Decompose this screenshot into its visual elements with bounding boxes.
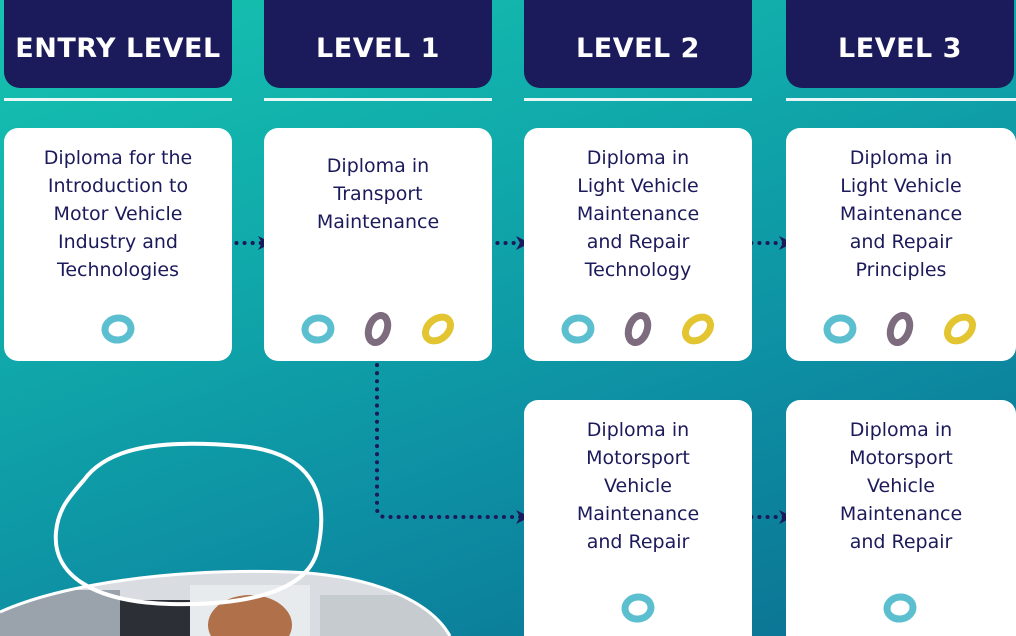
yellow-pebble-icon bbox=[681, 313, 715, 345]
divider bbox=[524, 98, 752, 101]
pathway-marks bbox=[786, 588, 1016, 630]
level-tab-level-2: LEVEL 2 bbox=[524, 0, 752, 88]
qualification-card[interactable]: Diploma for the Introduction to Motor Ve… bbox=[4, 128, 232, 361]
level-tab-label: LEVEL 3 bbox=[838, 32, 962, 64]
teal-pebble-icon bbox=[301, 314, 335, 344]
level-tab-label: LEVEL 1 bbox=[316, 32, 440, 64]
pathway-marks bbox=[786, 309, 1016, 351]
yellow-pebble-icon bbox=[421, 313, 455, 345]
level-tab-label: ENTRY LEVEL bbox=[15, 32, 221, 64]
card-title: Diploma in Light Vehicle Maintenance and… bbox=[839, 147, 963, 281]
qualification-card[interactable]: Diploma in Motorsport Vehicle Maintenanc… bbox=[786, 400, 1016, 636]
qualification-card[interactable]: Diploma in Transport Maintenance bbox=[264, 128, 492, 361]
level-tab-level-1: LEVEL 1 bbox=[264, 0, 492, 88]
level-tab-label: LEVEL 2 bbox=[576, 32, 700, 64]
pathway-marks bbox=[524, 588, 752, 630]
pathway-marks-icons bbox=[823, 311, 977, 347]
photo-frame bbox=[0, 569, 452, 636]
workshop-photo bbox=[0, 571, 450, 636]
card-title: Diploma in Transport Maintenance bbox=[316, 155, 440, 233]
purple-pebble-icon bbox=[364, 311, 392, 347]
teal-pebble-icon bbox=[823, 314, 857, 344]
level-tab-level-3: LEVEL 3 bbox=[786, 0, 1014, 88]
card-title: Diploma in Light Vehicle Maintenance and… bbox=[576, 147, 700, 281]
card-title: Diploma for the Introduction to Motor Ve… bbox=[43, 147, 193, 281]
divider bbox=[264, 98, 492, 101]
divider bbox=[4, 98, 232, 101]
pathway-marks bbox=[264, 309, 492, 351]
arrow-level-1-to-motorsport bbox=[375, 363, 530, 524]
divider bbox=[786, 98, 1016, 101]
qualification-card[interactable]: Diploma in Light Vehicle Maintenance and… bbox=[524, 128, 752, 361]
card-title: Diploma in Motorsport Vehicle Maintenanc… bbox=[576, 419, 700, 553]
qualification-card[interactable]: Diploma in Motorsport Vehicle Maintenanc… bbox=[524, 400, 752, 636]
qualification-card[interactable]: Diploma in Light Vehicle Maintenance and… bbox=[786, 128, 1016, 361]
pathway-marks-icons bbox=[301, 311, 455, 347]
yellow-pebble-icon bbox=[943, 313, 977, 345]
purple-pebble-icon bbox=[886, 311, 914, 347]
card-title: Diploma in Motorsport Vehicle Maintenanc… bbox=[839, 419, 963, 553]
purple-pebble-icon bbox=[624, 311, 652, 347]
teal-pebble-icon bbox=[101, 314, 135, 344]
pathway-marks bbox=[524, 309, 752, 351]
pebble-outline-icon bbox=[53, 441, 324, 607]
pathway-marks-icons bbox=[561, 311, 715, 347]
pathway-marks bbox=[4, 309, 232, 351]
teal-pebble-icon bbox=[561, 314, 595, 344]
level-tab-entry: ENTRY LEVEL bbox=[4, 0, 232, 88]
teal-pebble-icon bbox=[883, 593, 917, 623]
teal-pebble-icon bbox=[621, 593, 655, 623]
